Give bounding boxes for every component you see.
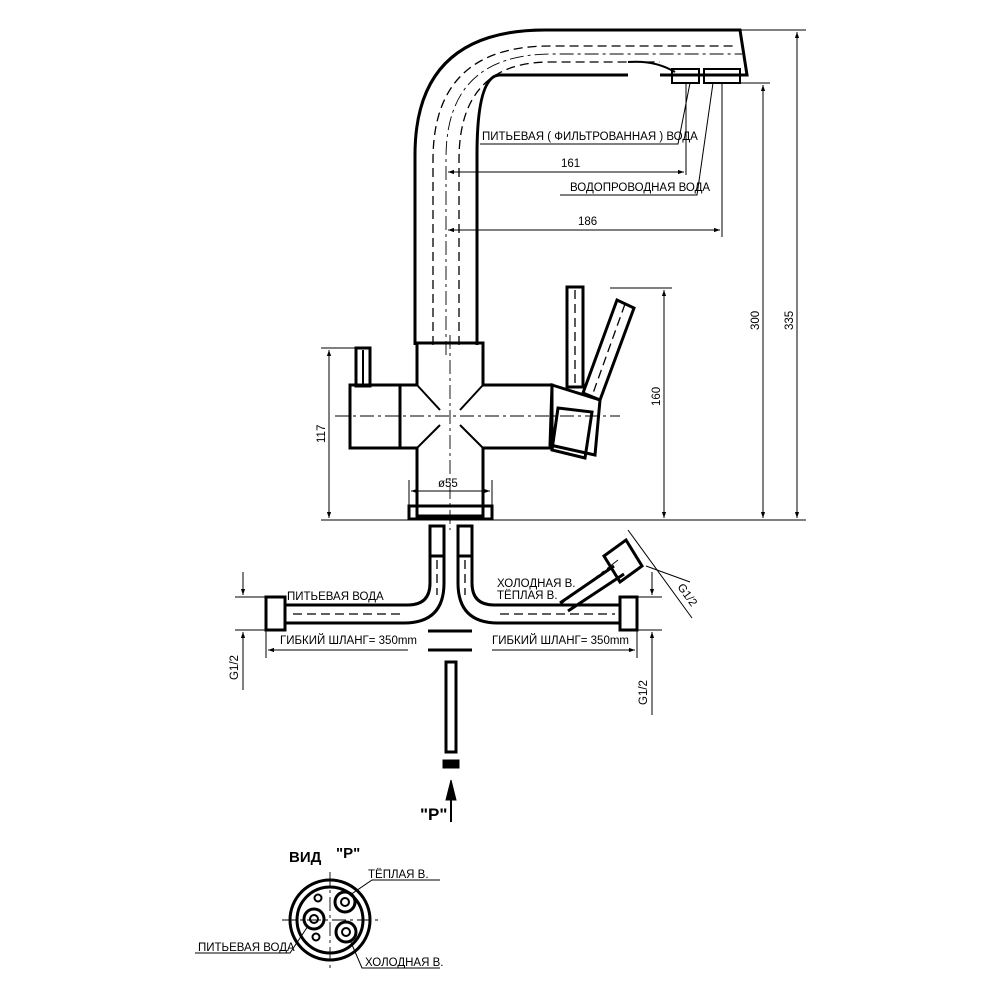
dimension-lines xyxy=(235,29,806,715)
view-p-section xyxy=(195,872,440,969)
dim-reach-filtered: 161 xyxy=(561,158,580,170)
annotations: ПИТЬЕВАЯ ( ФИЛЬТРОВАННАЯ ) ВОДА ВОДОПРОВ… xyxy=(198,131,796,969)
label-view-letter: "Р" xyxy=(336,845,360,862)
pipes xyxy=(264,524,645,822)
label-view-title: ВИД xyxy=(289,849,322,866)
dim-reach-tap: 186 xyxy=(578,216,597,228)
label-view-cold: ХОЛОДНАЯ В. xyxy=(365,957,443,969)
label-view-drinking: ПИТЬЕВАЯ ВОДА xyxy=(198,942,295,954)
dim-thread-left: G1/2 xyxy=(229,655,241,680)
label-view-arrow: "Р" xyxy=(420,805,447,824)
label-drinking-water: ПИТЬЕВАЯ ВОДА xyxy=(287,591,384,603)
dim-height-total: 335 xyxy=(784,311,796,330)
dim-height-spout: 300 xyxy=(750,311,762,330)
dim-thread-angled: G1/2 xyxy=(675,582,699,609)
dim-height-body: 160 xyxy=(651,387,663,406)
label-cold-water: ХОЛОДНАЯ В. xyxy=(497,578,575,590)
label-hose-left: ГИБКИЙ ШЛАНГ= 350mm xyxy=(280,634,417,647)
dim-thread-right: G1/2 xyxy=(638,680,650,705)
label-warm-water: ТЁПЛАЯ В. xyxy=(497,590,558,602)
dim-base-diameter: ø55 xyxy=(438,478,458,490)
faucet-body xyxy=(335,335,620,530)
right-handle xyxy=(548,285,636,460)
label-filtered-water: ПИТЬЕВАЯ ( ФИЛЬТРОВАННАЯ ) ВОДА xyxy=(482,131,698,143)
spout xyxy=(413,28,749,355)
label-tap-water: ВОДОПРОВОДНАЯ ВОДА xyxy=(570,182,710,194)
label-hose-right: ГИБКИЙ ШЛАНГ= 350mm xyxy=(492,634,629,647)
dim-height-left: 117 xyxy=(316,425,328,443)
label-view-warm: ТЁПЛАЯ В. xyxy=(368,869,429,881)
